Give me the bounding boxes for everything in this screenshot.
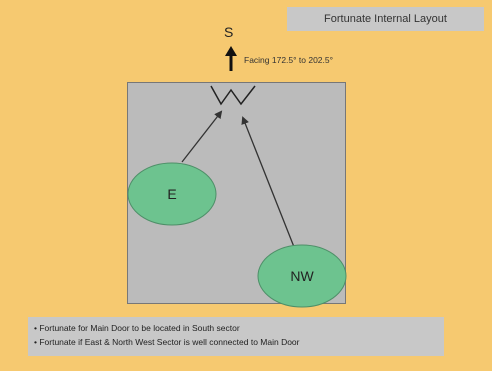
- facing-label: Facing 172.5° to 202.5°: [244, 55, 334, 65]
- sector-e-label: E: [167, 186, 176, 202]
- south-label: S: [224, 24, 234, 40]
- sector-nw-ellipse: [257, 244, 347, 308]
- title-banner: Fortunate Internal Layout: [287, 7, 484, 31]
- arrow-e-to-door: [181, 110, 223, 163]
- sector-e-ellipse: [127, 162, 217, 226]
- note-connection: • Fortunate if East & North West Sector …: [34, 337, 300, 347]
- main-door-icon: [210, 85, 256, 106]
- sector-nw-label: NW: [290, 268, 314, 284]
- notes-box: • Fortunate for Main Door to be located …: [28, 317, 444, 356]
- facing-arrow-icon: [225, 46, 237, 56]
- title-text: Fortunate Internal Layout: [324, 13, 447, 25]
- note-main-door: • Fortunate for Main Door to be located …: [34, 323, 240, 333]
- arrow-nw-to-door: [241, 116, 297, 253]
